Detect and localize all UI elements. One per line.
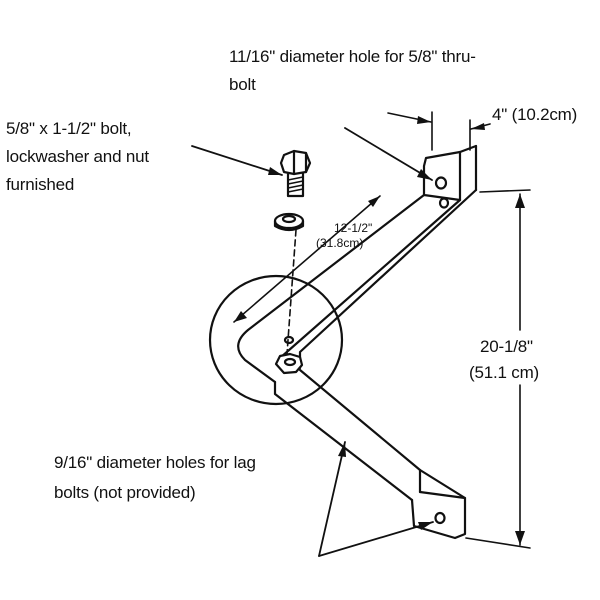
arrowhead-width-left: [417, 116, 431, 124]
span-imperial-label: 12-1/2": [334, 221, 373, 235]
bolt-label-line3: furnished: [6, 175, 75, 194]
bracket-top-flange-edge: [458, 144, 478, 154]
arrowhead-lag-lower: [418, 522, 433, 530]
arrowhead-bolt: [268, 167, 282, 175]
bolt-label-line1: 5/8" x 1-1/2" bolt,: [6, 119, 132, 138]
bracket-bottom-flange-edge: [418, 468, 467, 500]
height-metric-label: (51.1 cm): [469, 363, 539, 382]
bolt-label-line2: lockwasher and nut: [6, 147, 149, 166]
bracket-lower-arm-bottom: [273, 380, 414, 502]
lag-holes-label-line2: bolts (not provided): [54, 483, 196, 502]
dim-span-line: [233, 195, 381, 323]
height-imperial-label: 20-1/8": [480, 337, 533, 356]
arrowhead-lag-upper: [338, 442, 346, 457]
leader-lag-hole-upper: [318, 441, 346, 557]
arrowhead-span-bottom: [234, 311, 247, 322]
dim-height-ext-top: [479, 189, 531, 193]
bracket-top-flange: [422, 150, 462, 202]
detail-circle: [208, 274, 344, 406]
bracket-bottom-flange: [410, 490, 467, 540]
bottom-hole: [434, 511, 446, 525]
bend-hole: [283, 335, 295, 345]
assembly-centerline: [286, 229, 297, 355]
nut: [274, 352, 304, 375]
bracket-upper-arm-bottom: [278, 198, 462, 360]
leader-bolt: [191, 145, 283, 176]
arrowhead-thru-hole: [417, 169, 432, 180]
leader-lag-hole-lower: [318, 521, 434, 557]
leader-thru-hole: [344, 127, 433, 181]
dim-height-ext-bottom: [465, 537, 531, 549]
bracket-upper-arm-top: [237, 193, 426, 384]
offset-width-label: 4" (10.2cm): [492, 105, 578, 124]
arrowhead-width-right: [471, 123, 485, 130]
arrowhead-span-top: [368, 196, 380, 207]
arrowhead-height-bottom: [515, 531, 525, 545]
top-hole-small: [438, 197, 450, 209]
lag-holes-label-line1: 9/16" diameter holes for lag: [54, 453, 256, 472]
span-metric-label: (31.8cm): [316, 236, 364, 250]
thru-bolt-hole-label-line1: 11/16" diameter hole for 5/8" thru-: [229, 47, 476, 66]
arrowhead-height-top: [515, 194, 525, 208]
bracket-upper-arm-back: [298, 188, 478, 370]
top-hole-large: [434, 176, 448, 190]
thru-bolt-hole-label-line2: bolt: [229, 75, 256, 94]
